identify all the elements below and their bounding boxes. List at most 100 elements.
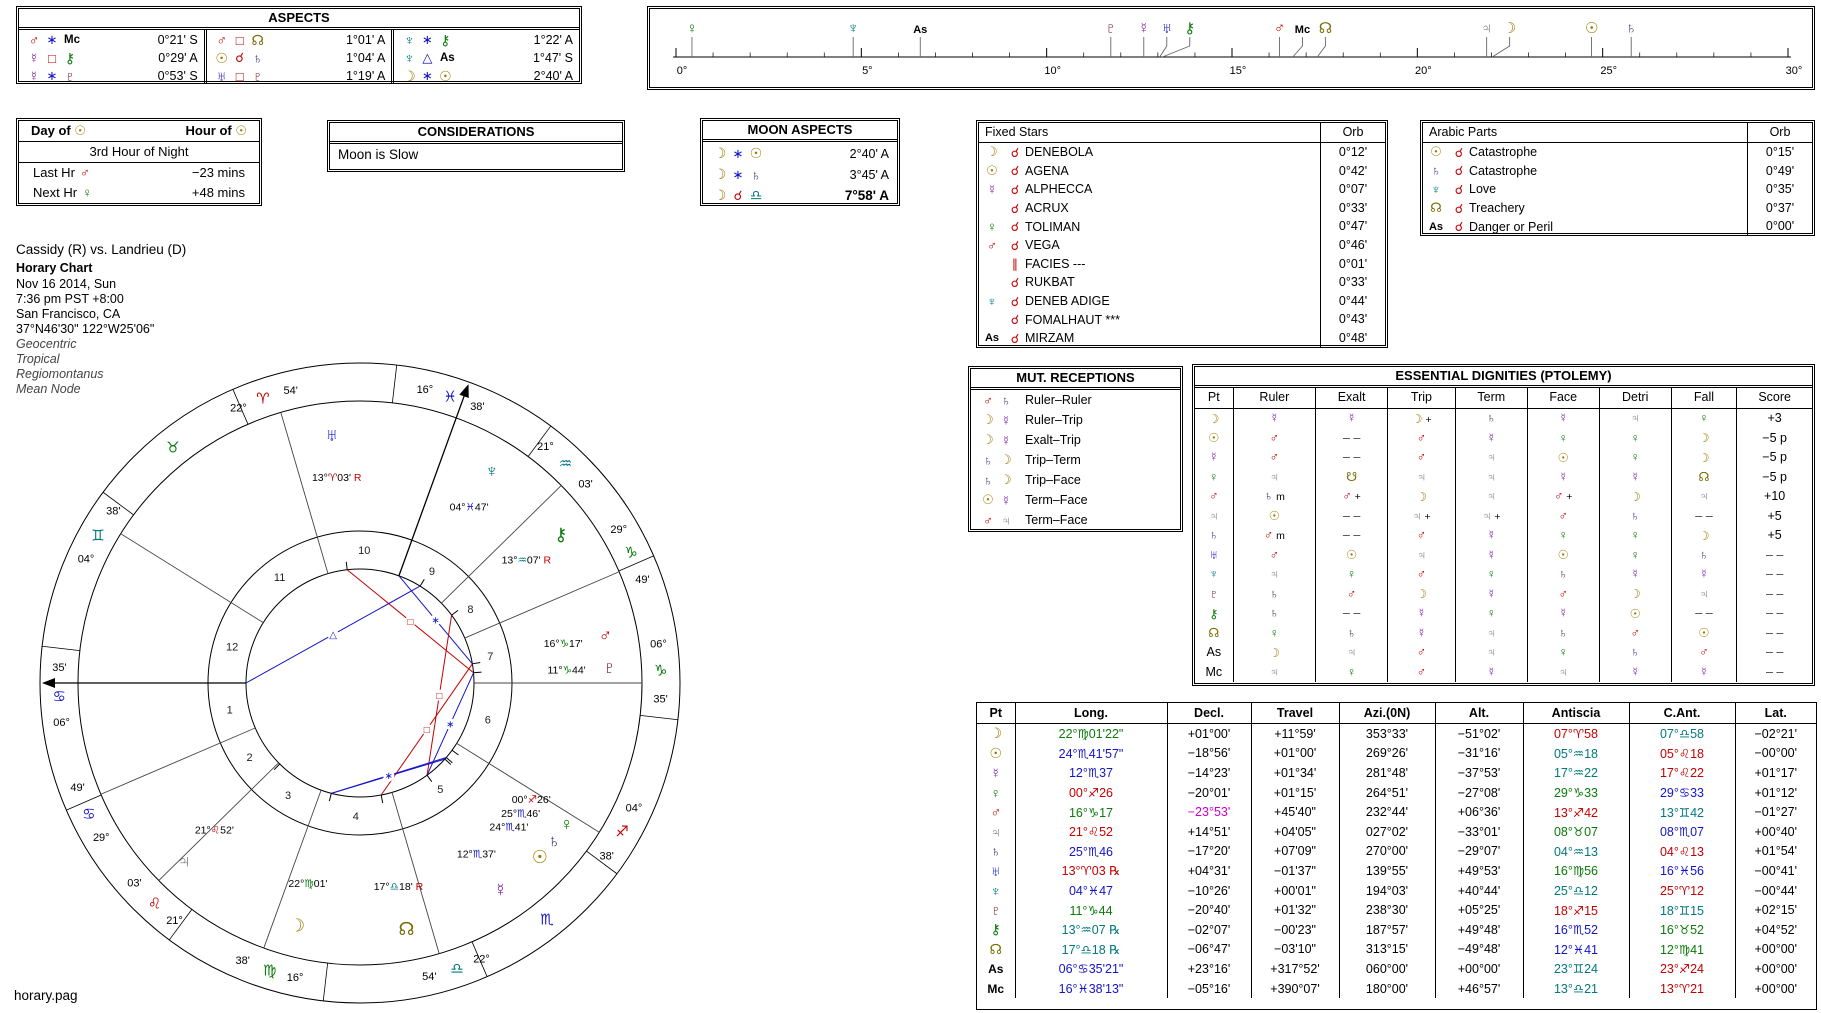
planet-glyph: ♃ [1630,411,1640,426]
cusp-degree-label: 04° [78,553,95,565]
positions-column-header: C.Ant. [1628,703,1735,724]
planet-glyph: ♄ [1558,567,1568,582]
planet-position-label: 04°♓47' [450,502,489,514]
travel-cell: −01'37" [1250,861,1339,881]
latitude-cell: −01°27' [1734,802,1816,822]
mutual-receptions-list: ♂♄Ruler–Ruler☽☿Ruler–Trip☽☿Exalt–Trip♄☽T… [971,390,1180,530]
point-cell: ♄ [1195,526,1233,546]
contra-antiscia-cell: 05°♌18 [1628,743,1735,764]
point-cell: ♂ [990,804,1002,821]
target-glyph: ♎ [749,187,763,203]
dignity-cell: ☉ [1526,447,1600,467]
dignity-cell: ☿ [1526,467,1600,487]
planet-glyph: ☿ [1486,430,1496,445]
declination-cell: +23°16' [1166,959,1251,979]
planet-glyph: ♃ [1558,664,1568,679]
day-of-label: Day of ☉ [31,123,87,138]
dignity-cell: ♄ [1232,584,1316,604]
planet-glyph: ♄ [983,472,993,488]
latitude-cell: +00°40' [1734,821,1816,842]
house-number: 2 [246,752,252,764]
house-number: 6 [485,715,491,727]
cusp-minute-label: 49' [635,574,649,586]
dignity-cell: ♂ [1232,447,1316,467]
ruler-planet-glyph: Mc [1295,24,1310,36]
cusp-degree-label: 06° [53,717,70,729]
empty-dashes: – – [1342,606,1361,621]
declination-cell: +01°00' [1166,723,1251,744]
dignity-cell: ♄ [1232,603,1316,623]
planet-glyph: ♂ [1554,489,1564,504]
antiscia-cell: 12°♓41 [1522,939,1629,960]
longitude-cell: 25°♏46 [1014,841,1167,862]
azimuth-cell: 238°30' [1338,900,1435,920]
dignity-cell: ☿ [1454,525,1528,545]
planet-glyph: ♄ [1263,489,1274,504]
hour-ruler-glyph: ☉ [235,123,247,138]
cusp-minute-label: 35' [653,694,667,706]
sign-glyph: ♏ [540,911,554,928]
planet-glyph: ☿ [1346,411,1357,426]
planet-glyph: ☉ [1557,450,1569,465]
planet-glyph: ☽ [1000,472,1012,487]
planet-glyph: ♂ [1558,586,1568,601]
orb-value: 0°35' [1747,180,1812,199]
planet-glyph: ♆ [404,50,415,66]
dignity-cell: ☿ [1598,467,1672,487]
aspect-row: ☿□⚷0°29' A [25,49,198,67]
travel-cell: +00'01" [1250,880,1339,901]
next-hour-row: Next Hr ♀ +48 mins [19,183,259,203]
score-cell: – – [1736,603,1812,623]
orb-value: 0°00' [1747,217,1812,236]
dignity-cell: ☿ [1387,623,1456,643]
dignities-row: ☿♂– –♂♃☉♀☽−5 p [1195,447,1812,467]
altitude-cell: +06°36' [1434,802,1523,822]
planet-position-label: 21°♌52' [195,825,234,837]
planet-glyph: ☉ [986,162,998,178]
planet-glyph: ♀ [1630,547,1640,562]
dignity-cell: ♀ [1526,525,1600,545]
orb-value: 0°48' [1320,328,1385,348]
antiscia-cell: 16°♏52 [1522,919,1629,940]
positions-row: ♀00°♐26−20°01'+01°15'264°51'−27°08'29°♑3… [977,782,1816,803]
ruler-planet-glyph: ♇ [1105,20,1116,37]
planet-glyph: ☉ [1698,626,1710,641]
dignity-cell: ♀ [1315,662,1388,682]
dignity-flag: m [1273,491,1285,504]
point-cell: ♄ [990,843,1002,860]
fixed-stars-title: Fixed Stars [985,125,1049,139]
dignity-flag: m [1273,530,1285,543]
dignity-cell: ☽ [1387,584,1456,604]
planet-glyph: ♃ [1416,469,1427,484]
dignities-column-header: Exalt [1315,388,1388,409]
planet-glyph: ♄ [1001,392,1011,408]
aspect-glyph: □ [48,50,56,66]
dignity-cell: ☽ [1387,486,1456,506]
aspect-orb: 1°19' A [345,69,386,83]
conjunction-icon: ☌ [1010,220,1020,235]
filename-label: horary.pag [14,988,78,1003]
consideration-item: Moon is Slow [338,147,419,162]
dignity-cell: ♀ [1454,603,1528,623]
planet-glyph: ☽ [1000,452,1012,467]
dignity-cell: – – [1315,603,1388,623]
planet-glyph: ☉ [1346,548,1358,563]
dignity-cell: ☽ [1670,447,1737,467]
horary-chart-wheel: 06°♋35'29°♋49'21°♌03'16°♍38'22°♎54'04°♐3… [39,362,681,1004]
planet-glyph: ♂ [1699,645,1709,660]
planet-position-label: 13°♈03' R [312,472,362,484]
planet-position-label: 13°♒07' R [502,554,552,566]
planet-glyph: ♂ [987,237,997,253]
reception-type-label: Exalt–Trip [1025,433,1081,447]
planet-glyph: ☿ [1630,567,1640,582]
mutual-reception-row: ☉☿Term–Face [971,490,1180,510]
contra-antiscia-cell: 25°♈12 [1628,880,1735,901]
dignity-cell: ☿ [1454,662,1528,682]
positions-column-header: Decl. [1166,703,1251,724]
house-number: 1 [227,705,233,717]
